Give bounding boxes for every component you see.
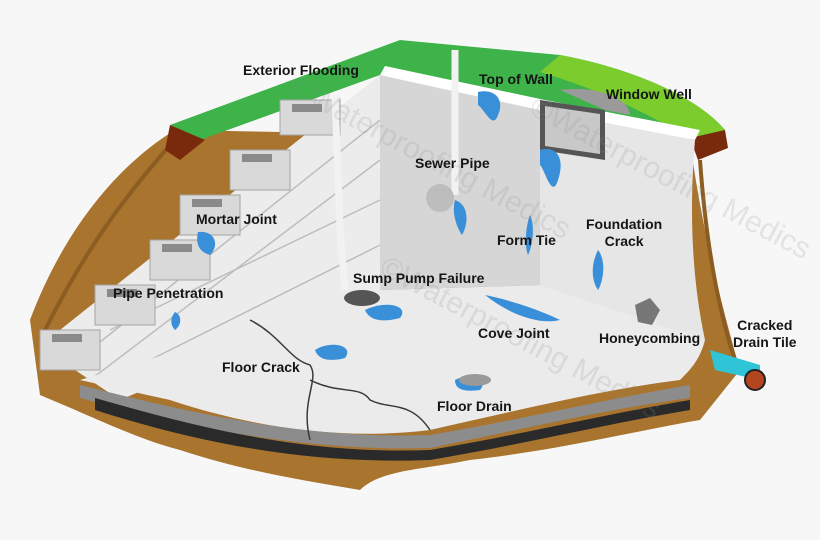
label-foundation-crack: Foundation Crack bbox=[586, 216, 663, 249]
sewer-cleanout bbox=[426, 184, 454, 212]
label-cracked-drain-tile: Cracked Drain Tile bbox=[733, 317, 797, 350]
pipes bbox=[331, 50, 459, 291]
label-floor-crack: Floor Crack bbox=[222, 359, 300, 375]
label-window-well: Window Well bbox=[606, 86, 692, 102]
label-top-of-wall: Top of Wall bbox=[479, 71, 553, 87]
drain-tile bbox=[710, 350, 766, 391]
label-mortar-joint: Mortar Joint bbox=[196, 211, 277, 227]
label-form-tie: Form Tie bbox=[497, 232, 556, 248]
sump-pit bbox=[344, 290, 380, 306]
water-leaks bbox=[171, 91, 604, 391]
floor-drain-grate bbox=[459, 374, 491, 386]
label-honeycombing: Honeycombing bbox=[599, 330, 701, 346]
basement-floor bbox=[80, 285, 705, 461]
label-sewer-pipe: Sewer Pipe bbox=[415, 155, 490, 171]
window-well bbox=[540, 89, 630, 160]
label-exterior-flooding: Exterior Flooding bbox=[243, 62, 359, 78]
label-sump-pump-failure: Sump Pump Failure bbox=[353, 270, 485, 286]
label-cove-joint: Cove Joint bbox=[478, 325, 550, 341]
label-pipe-penetration: Pipe Penetration bbox=[113, 285, 224, 301]
honeycombing-patch bbox=[635, 298, 660, 325]
label-floor-drain: Floor Drain bbox=[437, 398, 512, 414]
